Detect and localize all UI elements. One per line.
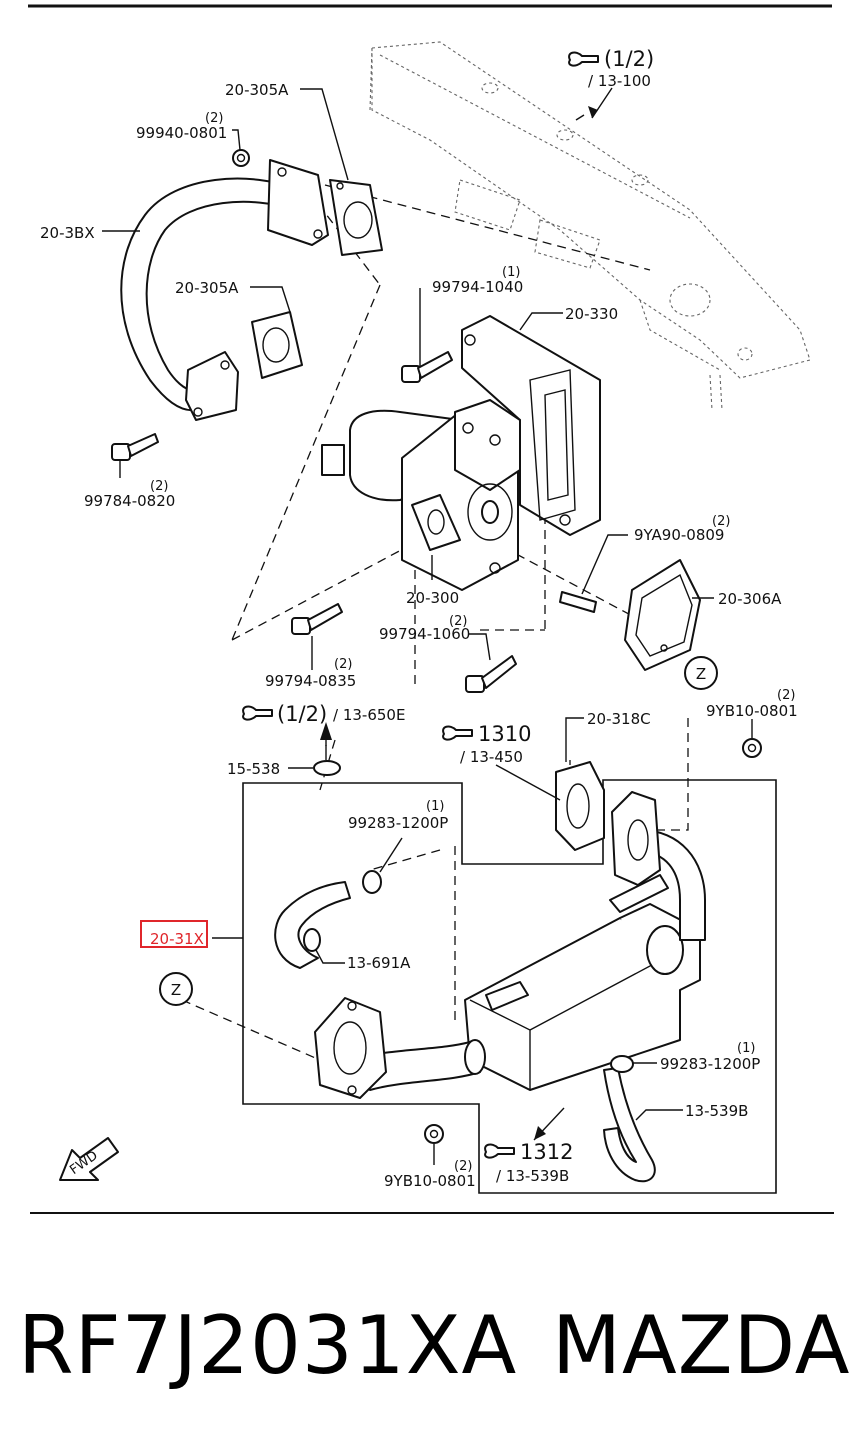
clamp-15-538 bbox=[313, 760, 341, 776]
nut-99940-0801 bbox=[232, 149, 250, 167]
reference-arrow-13-650e bbox=[242, 705, 332, 746]
callout-9ya90-0809: 9YA90-0809 bbox=[634, 526, 724, 544]
callout-9yb10-0801-top: 9YB10-0801 bbox=[706, 702, 798, 720]
bracket-20-330 bbox=[461, 315, 601, 536]
ref-13-100-sub: / 13-100 bbox=[588, 72, 651, 90]
callout-9yb10-top-qty: (2) bbox=[777, 688, 795, 703]
ref-13-650e-sub: / 13-650E bbox=[333, 706, 405, 724]
egr-pipe-outlet bbox=[611, 791, 706, 941]
clamp-99283-1200p-top bbox=[362, 870, 382, 894]
leader-lines bbox=[102, 88, 753, 1165]
callout-99940-qty: (2) bbox=[205, 111, 223, 126]
hose-13-691a bbox=[274, 881, 351, 969]
callout-99283-bot-qty: (1) bbox=[737, 1041, 755, 1056]
callout-20-31x-highlighted: 20-31X bbox=[150, 930, 204, 948]
gasket-20-318c bbox=[555, 761, 605, 851]
callout-20-305a-mid: 20-305A bbox=[175, 279, 239, 297]
egr-cooler bbox=[464, 874, 701, 1091]
reference-arrow-13-539b bbox=[484, 1107, 565, 1159]
stud-9ya90-0809 bbox=[559, 591, 597, 613]
callout-13-539b: 13-539B bbox=[685, 1102, 748, 1120]
callout-99794-0835-qty: (2) bbox=[334, 657, 352, 672]
gasket-20-305a-mid bbox=[251, 311, 303, 379]
reference-arrow-13-100 bbox=[568, 51, 613, 119]
callout-99283-top-qty: (1) bbox=[426, 799, 444, 814]
gasket-20-305a-top bbox=[329, 179, 383, 256]
callout-99940-0801: 99940-0801 bbox=[136, 124, 227, 142]
callout-labels: 20-305A (2) 99940-0801 20-3BX 20-305A (2… bbox=[40, 81, 798, 1190]
brand-name: MAZDA bbox=[552, 1299, 851, 1392]
zone-marker-z-right: Z bbox=[684, 656, 718, 690]
ref-13-539b-sub: / 13-539B bbox=[496, 1167, 569, 1185]
callout-9yb10-0801-bottom: 9YB10-0801 bbox=[384, 1172, 476, 1190]
callout-13-691a: 13-691A bbox=[347, 954, 411, 972]
bolt-99794-1040 bbox=[401, 351, 453, 383]
intake-manifold-ghost bbox=[369, 41, 811, 411]
alignment-lines-lower bbox=[181, 718, 689, 1061]
ref-13-450-main: 1310 bbox=[478, 722, 531, 746]
bolt-99784-0820 bbox=[111, 433, 159, 461]
bolt-99794-0835 bbox=[291, 603, 343, 635]
callout-15-538: 15-538 bbox=[227, 760, 280, 778]
callout-9ya90-qty: (2) bbox=[712, 514, 730, 529]
egr-pipe-20-3bx bbox=[120, 159, 329, 421]
callout-20-306a: 20-306A bbox=[718, 590, 782, 608]
highlight-box-20-31x bbox=[140, 920, 208, 948]
footer: RF7J2031XA MAZDA bbox=[0, 1296, 864, 1396]
fwd-arrow-icon: FWD bbox=[59, 1137, 119, 1181]
callout-20-305a-top: 20-305A bbox=[225, 81, 289, 99]
callout-20-318c: 20-318C bbox=[587, 710, 651, 728]
zone-z-right-label: Z bbox=[696, 665, 706, 683]
ref-13-450-sub: / 13-450 bbox=[460, 748, 523, 766]
part-number: RF7J2031XA bbox=[18, 1299, 518, 1392]
ref-13-100-main: (1/2) bbox=[604, 47, 654, 71]
callout-99784-qty: (2) bbox=[150, 479, 168, 494]
callout-99283-1200p-bottom: 99283-1200P bbox=[660, 1055, 760, 1073]
reference-labels: (1/2) / 13-100 (1/2) / 13-650E 1310 / 13… bbox=[277, 47, 654, 1185]
hose-13-539b bbox=[603, 1055, 656, 1183]
callout-99794-1060: 99794-1060 bbox=[379, 625, 470, 643]
bolt-99794-1060 bbox=[465, 655, 517, 693]
ref-13-650e-main: (1/2) bbox=[277, 702, 327, 726]
gasket-20-306a bbox=[624, 559, 701, 671]
zone-z-left-label: Z bbox=[171, 981, 181, 999]
nut-9yb10-0801-top bbox=[742, 738, 762, 758]
callout-9yb10-bot-qty: (2) bbox=[454, 1159, 472, 1174]
callout-99794-1040: 99794-1040 bbox=[432, 278, 523, 296]
callout-99794-1040-qty: (1) bbox=[502, 265, 520, 280]
callout-20-330: 20-330 bbox=[565, 305, 618, 323]
egr-valve-20-300 bbox=[321, 399, 521, 591]
callout-99283-1200p-top: 99283-1200P bbox=[348, 814, 448, 832]
callout-99794-1060-qty: (2) bbox=[449, 614, 467, 629]
zone-marker-z-left: Z bbox=[159, 972, 193, 1006]
egr-pipe-inlet bbox=[314, 997, 486, 1099]
reference-arrow-13-450 bbox=[442, 725, 561, 801]
callout-20-300: 20-300 bbox=[406, 589, 459, 607]
callout-99784-0820: 99784-0820 bbox=[84, 492, 175, 510]
assembly-frame-20-31x bbox=[242, 779, 777, 1194]
ref-13-539b-main: 1312 bbox=[520, 1140, 573, 1164]
nut-9yb10-0801-bottom bbox=[424, 1124, 444, 1144]
callout-99794-0835: 99794-0835 bbox=[265, 672, 356, 690]
callout-20-3bx: 20-3BX bbox=[40, 224, 95, 242]
